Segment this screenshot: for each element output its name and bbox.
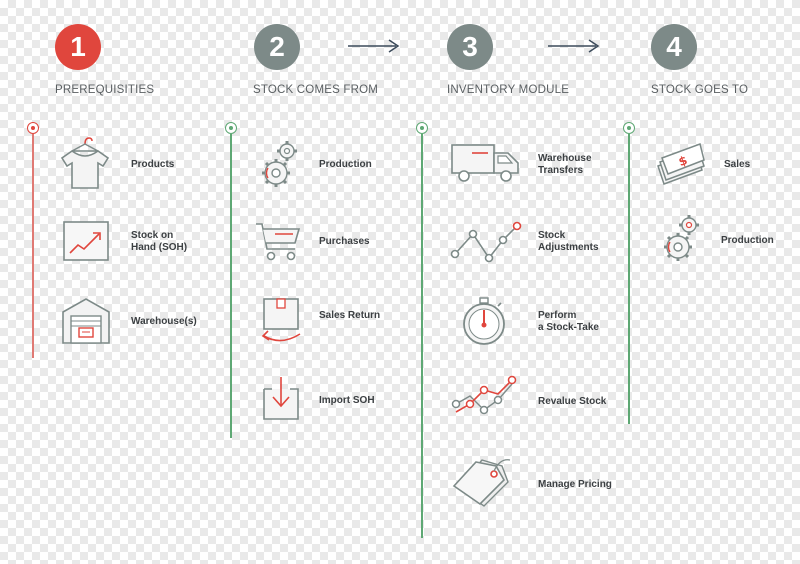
production-label: Production [319, 159, 372, 170]
warehouse-transfers-label: Warehouse Transfers [538, 153, 592, 176]
sales-return-label: Sales Return [319, 310, 381, 321]
gears-icon [664, 215, 699, 261]
step-4-title: STOCK GOES TO [651, 84, 749, 96]
money-icon: $ [657, 143, 705, 185]
stock-take-label: Perform a Stock-Take [538, 310, 599, 333]
step-1-circle: 1 [55, 24, 101, 70]
import-icon [263, 377, 299, 420]
shirt-icon [60, 137, 110, 189]
step-number: 2 [269, 31, 285, 62]
step-3-title: INVENTORY MODULE [447, 84, 570, 96]
step-2-title: STOCK COMES FROM [253, 84, 379, 96]
purchases-label: Purchases [319, 236, 370, 247]
step-3-circle: 3 [447, 24, 493, 70]
chart-icon [63, 221, 109, 261]
timeline-4 [628, 134, 630, 424]
timeline-2 [230, 134, 232, 438]
timeline-node [27, 122, 39, 134]
production-label: Production [721, 235, 774, 246]
warehouses-label: Warehouse(s) [131, 316, 197, 327]
cart-icon [256, 223, 301, 261]
products-label: Products [131, 159, 175, 170]
timeline-node [225, 122, 237, 134]
timeline-node [416, 122, 428, 134]
step-1-title: PREREQUISITIES [55, 84, 155, 96]
revalue-graph-icon [451, 375, 517, 415]
gears-icon [262, 141, 297, 187]
warehouse-icon [62, 298, 110, 344]
line-graph-icon [450, 221, 522, 263]
timeline-3 [421, 134, 423, 538]
revalue-stock-label: Revalue Stock [538, 396, 607, 407]
arrow-right-icon [348, 39, 400, 53]
truck-icon [451, 144, 519, 182]
step-number: 3 [462, 31, 478, 62]
stock-on-hand-label: Stock on Hand (SOH) [131, 230, 188, 253]
timeline-1 [32, 134, 34, 358]
step-number: 1 [70, 31, 86, 62]
step-number: 4 [666, 31, 682, 62]
import-soh-label: Import SOH [319, 395, 375, 406]
manage-pricing-label: Manage Pricing [538, 479, 612, 490]
price-tag-icon [452, 459, 511, 507]
stopwatch-icon [463, 297, 505, 345]
return-box-icon [261, 298, 301, 342]
step-2-circle: 2 [254, 24, 300, 70]
stock-adjustments-label: Stock Adjustments [538, 230, 599, 253]
arrow-right-icon [548, 39, 600, 53]
sales-label: Sales [724, 159, 751, 170]
timeline-node [623, 122, 635, 134]
step-4-circle: 4 [651, 24, 697, 70]
